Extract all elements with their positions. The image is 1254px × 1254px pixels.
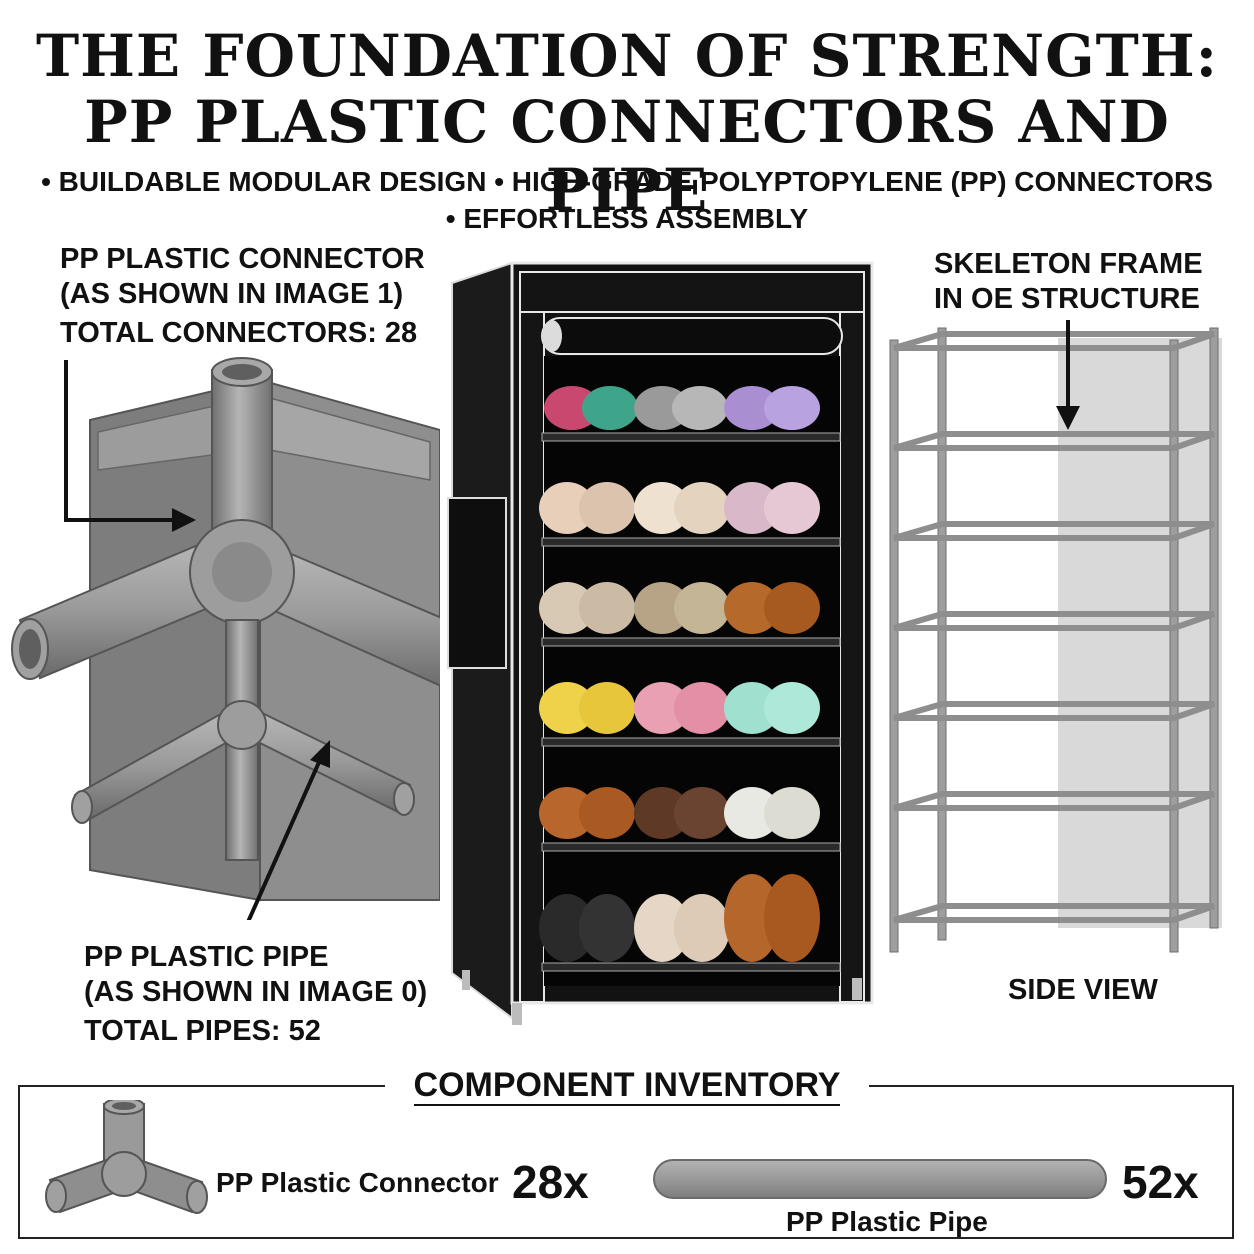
- connector-callout-subtitle: (AS SHOWN IN IMAGE 1): [60, 278, 404, 310]
- feature-bullets-row-2: • EFFORTLESS ASSEMBLY: [445, 203, 809, 234]
- pipe-callout-total: TOTAL PIPES: 52: [84, 1015, 321, 1047]
- shoe-row-2: [539, 482, 820, 534]
- connector-callout-total: TOTAL CONNECTORS: 28: [60, 317, 418, 349]
- pipe-inventory-label: PP Plastic Pipe: [786, 1206, 988, 1237]
- corner-connector-illustration: [11, 357, 440, 920]
- connector-inventory-count: 28x: [512, 1156, 589, 1208]
- pipe-icon: [653, 1159, 1107, 1199]
- page-title-line-1: THE FOUNDATION OF STRENGTH:: [35, 22, 1219, 90]
- pipe-callout-title: PP PLASTIC PIPE: [84, 941, 329, 973]
- feature-bullets-row-1: • BUILDABLE MODULAR DESIGN • HIGH-GRADE …: [41, 166, 1213, 197]
- skeleton-frame-illustration: [889, 320, 1222, 953]
- shoe-row-3: [539, 582, 820, 634]
- component-inventory-title: COMPONENT INVENTORY: [385, 1064, 869, 1106]
- pipe-callout-subtitle: (AS SHOWN IN IMAGE 0): [84, 976, 428, 1008]
- connector-arrow-icon: [64, 360, 180, 522]
- frame-callout-title: SKELETON FRAME: [934, 248, 1203, 280]
- pipe-inventory-count: 52x: [1122, 1156, 1199, 1208]
- pipe-arrow-icon: [246, 759, 322, 920]
- shoe-rack-illustration: [447, 261, 874, 1025]
- connector-callout-title: PP PLASTIC CONNECTOR: [60, 243, 425, 275]
- shoe-row-4: [539, 682, 820, 734]
- connector-inventory-label: PP Plastic Connector: [216, 1167, 499, 1198]
- page-title-line-2: PP PLASTIC CONNECTORS AND PIPE: [84, 88, 1170, 224]
- shoe-row-6: [539, 874, 820, 962]
- component-inventory-title-text: COMPONENT INVENTORY: [413, 1066, 841, 1106]
- side-view-label: SIDE VIEW: [1008, 974, 1158, 1006]
- frame-callout-subtitle: IN OE STRUCTURE: [934, 283, 1200, 315]
- connector-icon: [45, 1100, 208, 1214]
- shoe-row-1: [544, 386, 820, 430]
- shoe-row-5: [539, 787, 820, 839]
